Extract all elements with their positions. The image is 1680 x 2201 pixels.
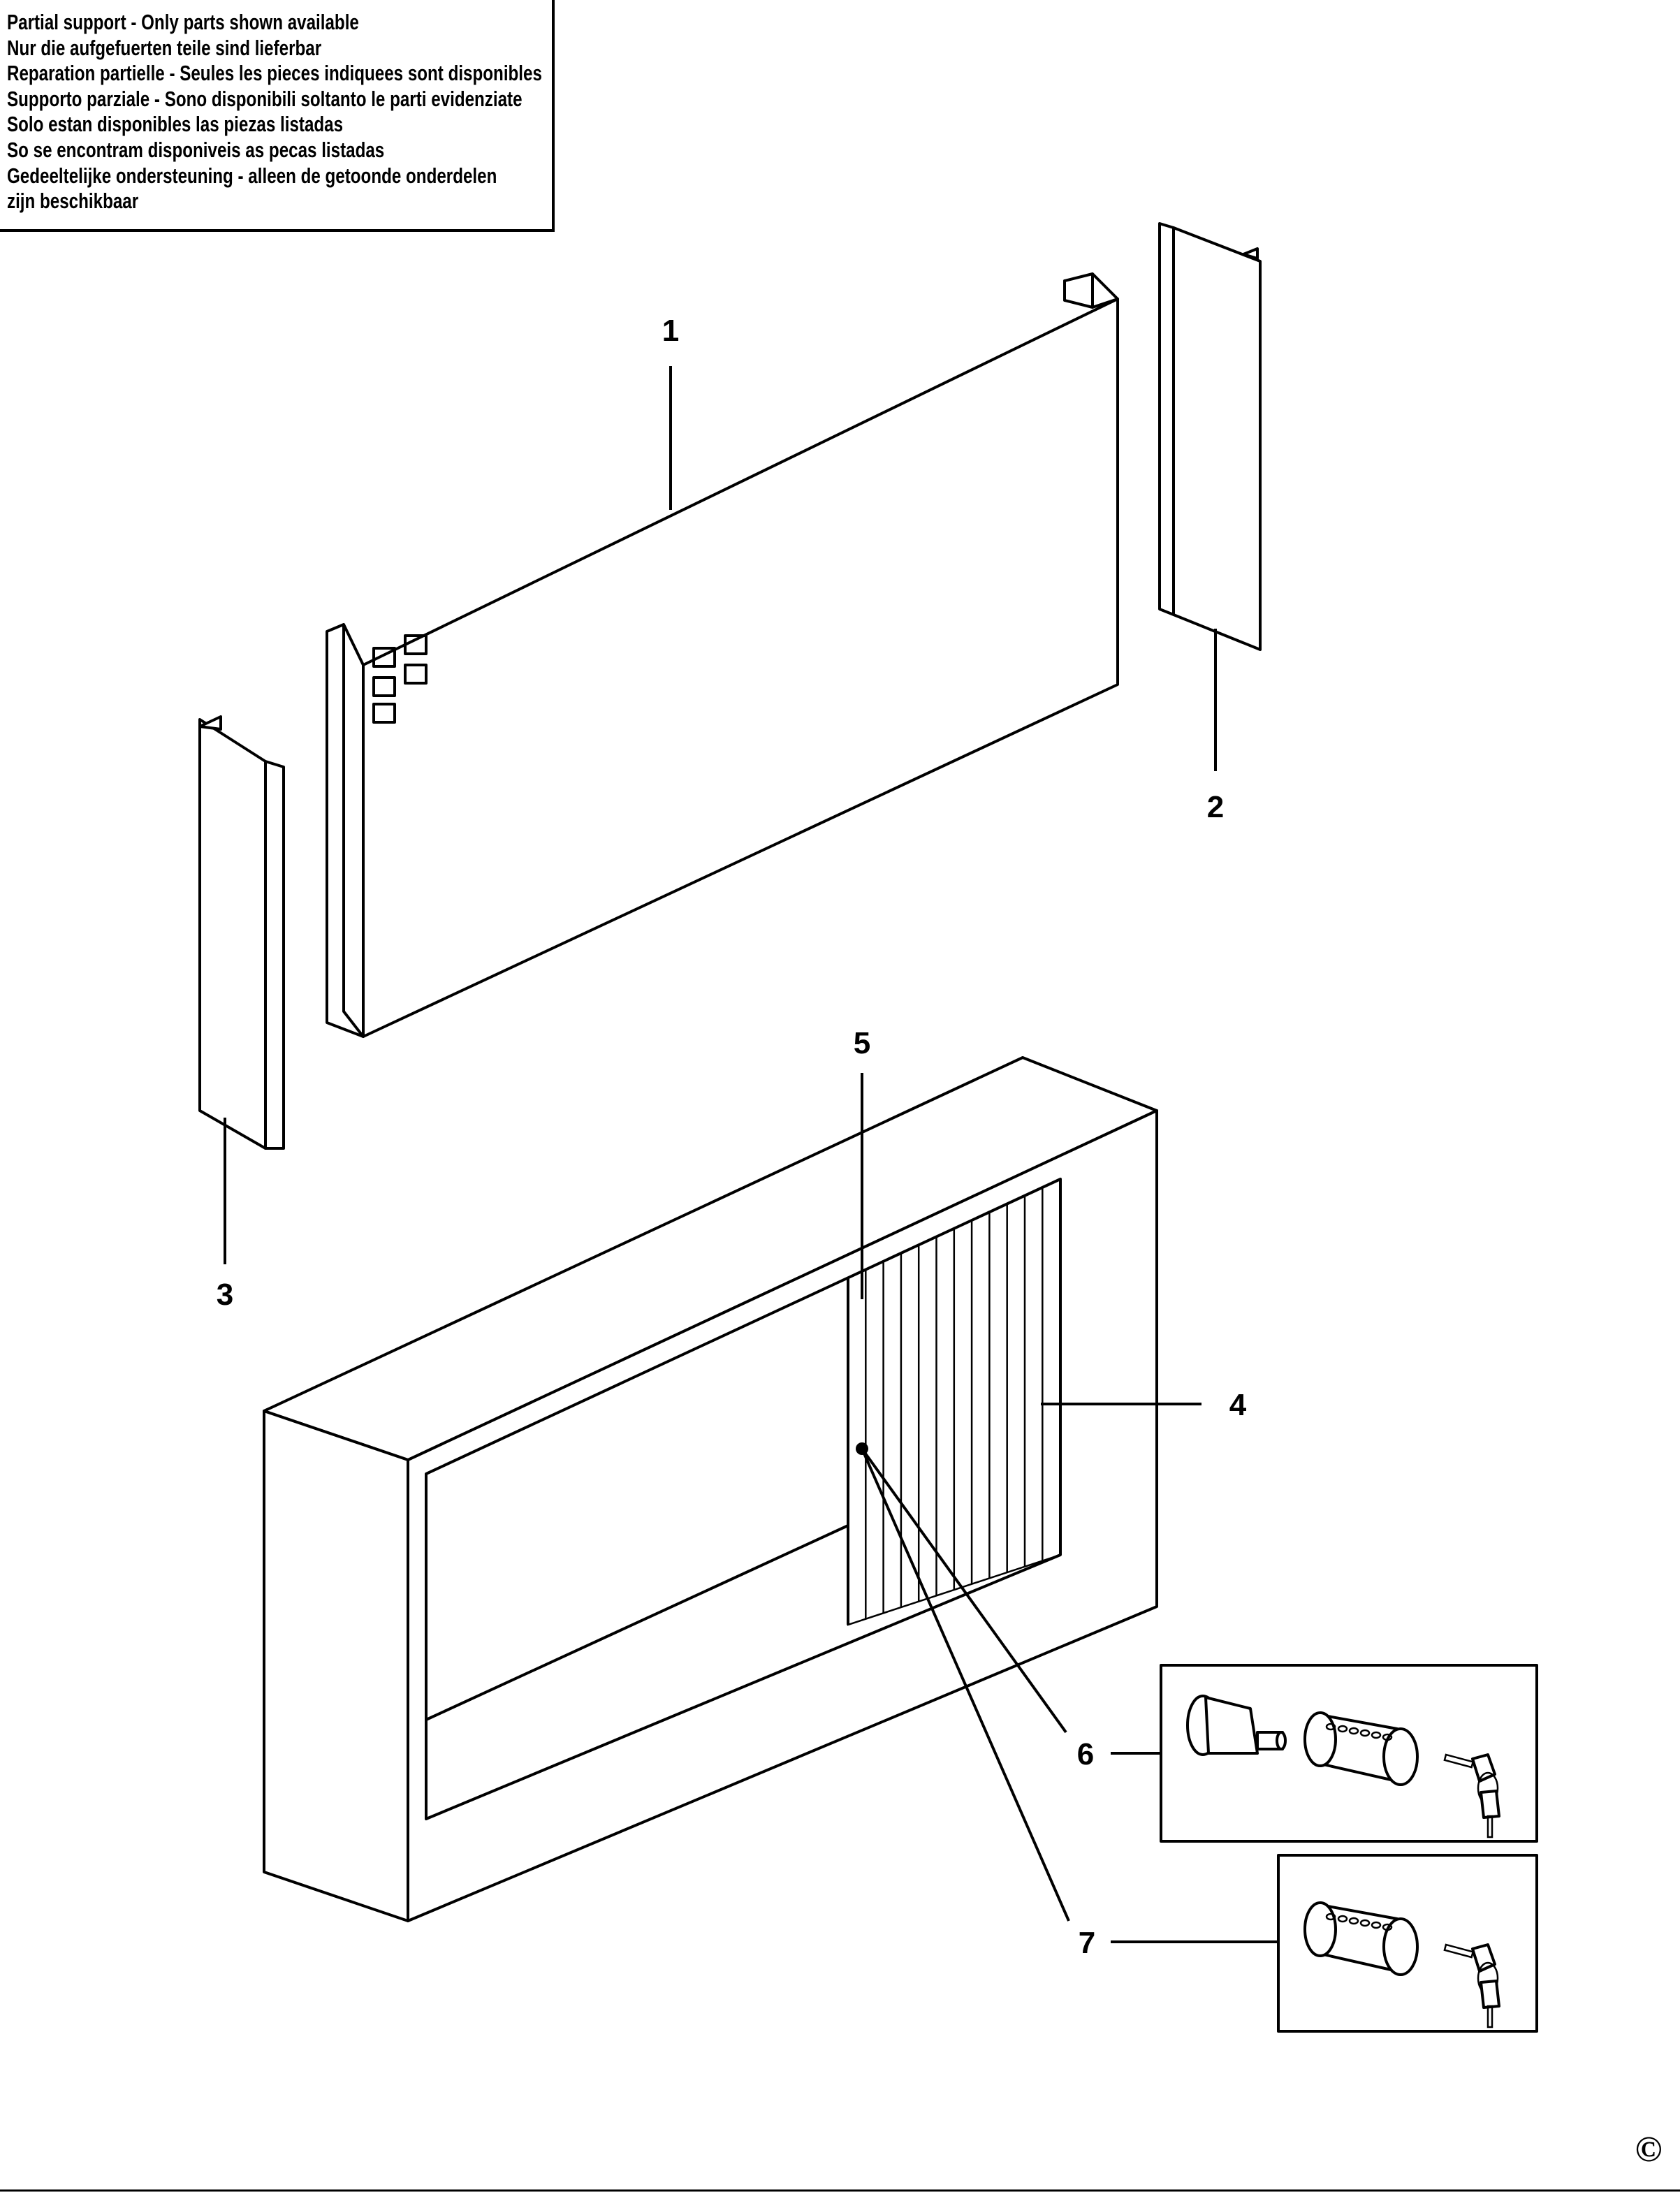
part-2-right-trim[interactable] [1158,222,1262,651]
lock-body-icon [1186,1695,1287,1756]
part-label-7[interactable]: 7 [1079,1926,1095,1960]
lock-cylinder-icon [1303,1901,1419,1976]
part-label-6[interactable]: 6 [1077,1737,1094,1771]
part-label-3[interactable]: 3 [217,1278,233,1312]
part-label-2[interactable]: 2 [1207,790,1224,824]
lock-cylinder-icon [1303,1711,1419,1786]
leader-line-7 [861,1448,1070,1922]
partial-support-notice: Partial support - Only parts shown avail… [0,0,555,232]
leader-line-6 [861,1447,1067,1734]
keys-icon [1443,1943,1500,2028]
part-1-back-panel[interactable] [326,272,1119,1038]
copyright-symbol: © [1635,2130,1663,2170]
notice-line: Nur die aufgefuerten teile sind lieferba… [7,35,322,60]
cabinet-body [263,1056,1158,1922]
notice-line: Partial support - Only parts shown avail… [7,10,359,34]
notice-line: Reparation partielle - Seules les pieces… [7,61,542,86]
part-label-4[interactable]: 4 [1229,1388,1247,1422]
notice-line: Supporto parziale - Sono disponibili sol… [7,86,523,111]
part-3-left-trim[interactable] [198,715,285,1150]
part-label-5[interactable]: 5 [854,1026,870,1060]
notice-line: So se encontram disponiveis as pecas lis… [7,137,385,162]
part-6-lock-assembly[interactable] [1160,1664,1538,1843]
notice-line: zijn beschikbaar [7,189,139,214]
notice-line: Solo estan disponibles las piezas listad… [7,112,344,137]
part-7-lock-cylinder[interactable] [1277,1854,1538,2033]
notice-line: Gedeeltelijke ondersteuning - alleen de … [7,163,497,188]
keys-icon [1443,1753,1500,1838]
part-label-1[interactable]: 1 [662,314,679,348]
